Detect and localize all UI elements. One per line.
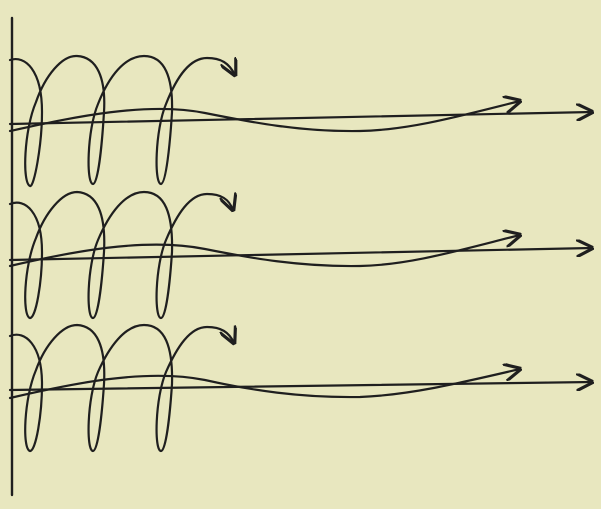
diagram-canvas [0,0,601,509]
